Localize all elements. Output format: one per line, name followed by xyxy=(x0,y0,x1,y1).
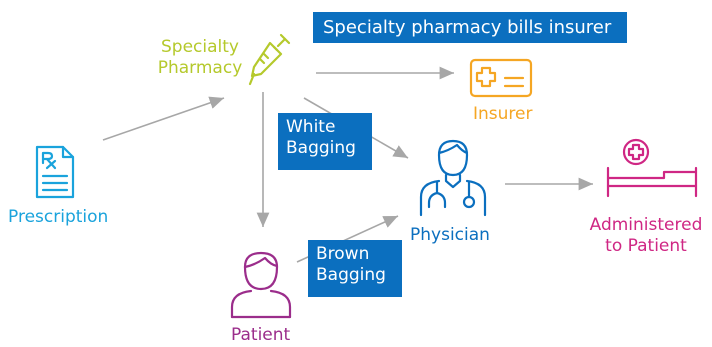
insurer-label: Insurer xyxy=(473,104,533,124)
specialty-pharmacy-line1: Specialty xyxy=(161,37,239,57)
patient-label: Patient xyxy=(231,325,291,345)
hospital-bed-icon xyxy=(606,138,698,198)
syringe-icon xyxy=(248,33,291,86)
arrow-prescription-to-pharmacy xyxy=(102,96,225,141)
patient-icon xyxy=(230,251,292,319)
administered-line1: Administered xyxy=(589,215,703,235)
insurance-card-icon xyxy=(469,58,533,98)
doctor-icon xyxy=(419,139,487,217)
brown-bagging-line2: Bagging xyxy=(316,265,386,285)
specialty-pharmacy-line2: Pharmacy xyxy=(157,58,243,78)
administered-label: Administered to Patient xyxy=(586,215,706,257)
administered-line2: to Patient xyxy=(605,236,687,256)
white-bagging-line1: White xyxy=(286,117,336,137)
prescription-document-icon xyxy=(35,145,75,199)
physician-label: Physician xyxy=(410,225,490,245)
specialty-pharmacy-label: Specialty Pharmacy xyxy=(150,37,250,79)
brown-bagging-line1: Brown xyxy=(316,244,370,264)
brown-bagging-tag: Brown Bagging xyxy=(308,240,402,297)
white-bagging-tag: White Bagging xyxy=(278,113,372,170)
white-bagging-line2: Bagging xyxy=(286,138,356,158)
billing-banner: Specialty pharmacy bills insurer xyxy=(313,12,627,43)
prescription-label: Prescription xyxy=(8,207,109,227)
